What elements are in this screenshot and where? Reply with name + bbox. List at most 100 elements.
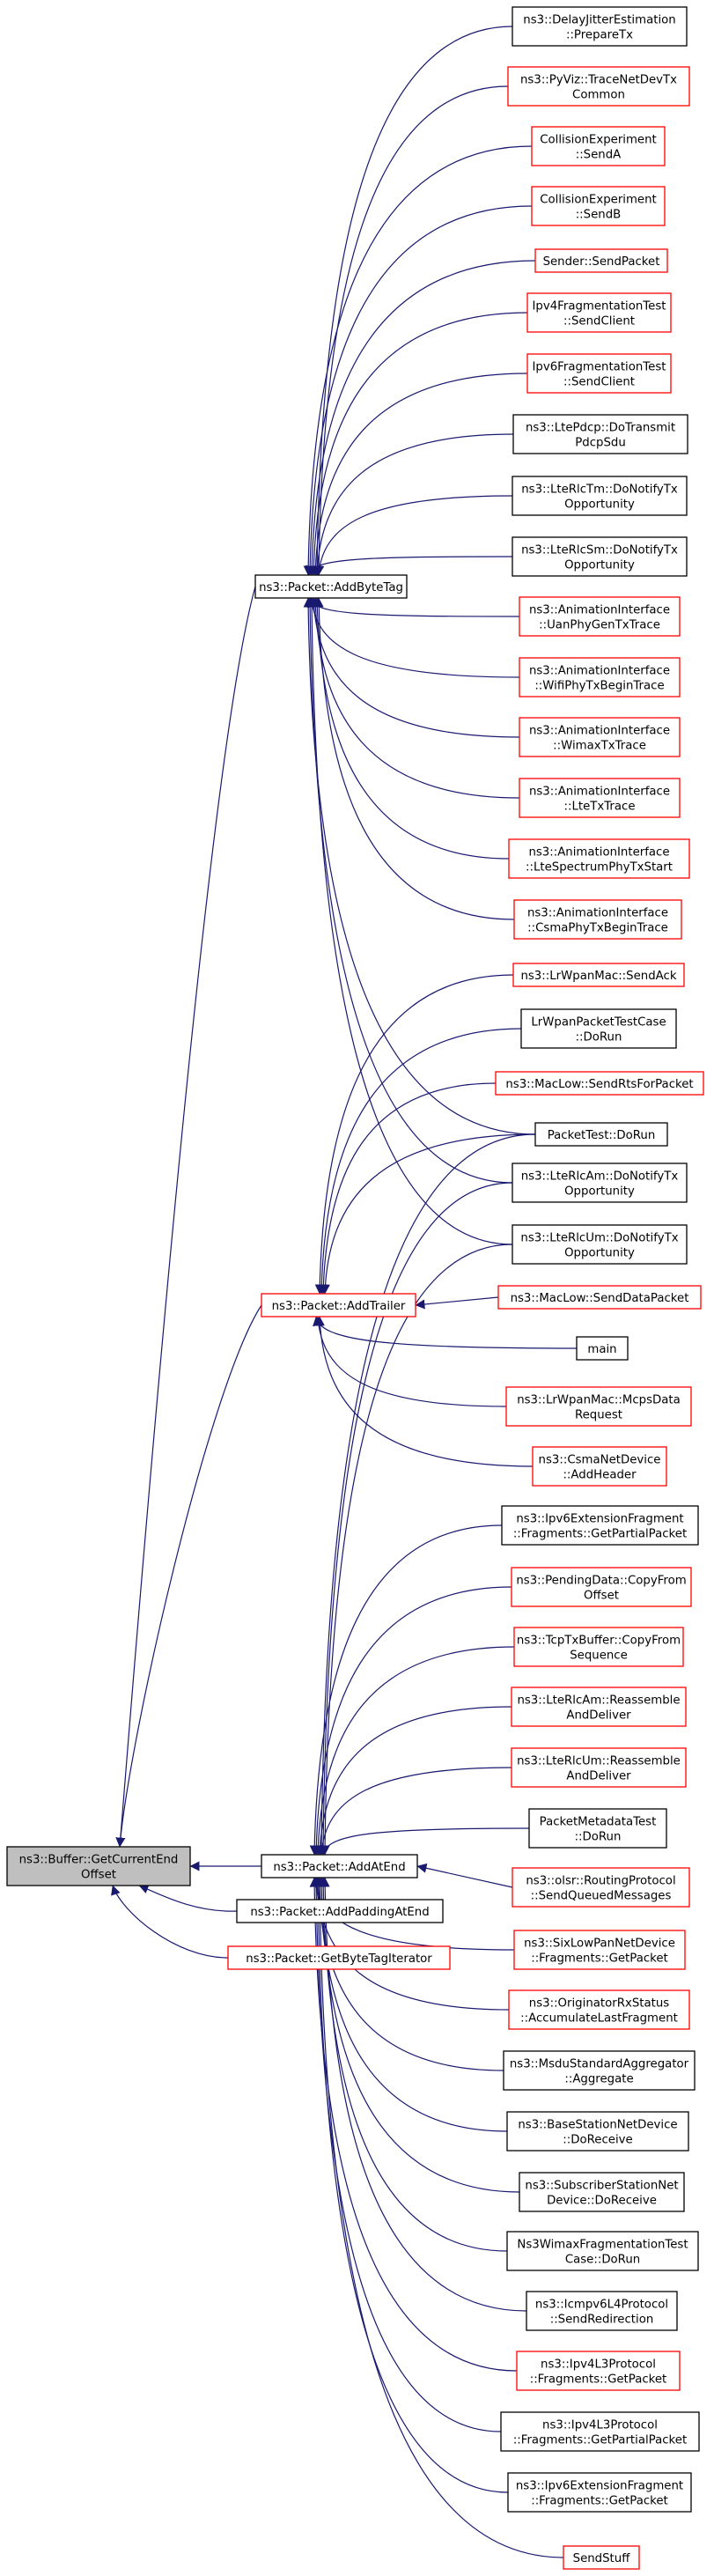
node-label-line: Opportunity xyxy=(564,498,635,512)
caller-node-c05[interactable]: Sender::SendPacket xyxy=(534,248,668,273)
caller-node-c12[interactable]: ns3::AnimationInterface::WifiPhyTxBeginT… xyxy=(519,657,681,698)
node-label-line: ::SendRedirection xyxy=(550,2314,654,2327)
caller-node-c33[interactable]: ns3::olsr::RoutingProtocol::SendQueuedMe… xyxy=(512,1867,690,1908)
callee-node-addTrailer[interactable]: ns3::Packet::AddTrailer xyxy=(261,1293,416,1318)
node-box xyxy=(508,1989,690,2030)
node-box xyxy=(511,1747,687,1788)
node-label-line: ns3::Ipv4L3Protocol xyxy=(541,2358,656,2372)
node-box xyxy=(519,596,681,637)
node-label-line: ::Fragments::GetPartialPacket xyxy=(513,2434,687,2447)
node-label-line: ::AccumulateLastFragment xyxy=(520,2012,678,2026)
node-box xyxy=(516,2351,681,2391)
node-label-line: PacketMetadataTest xyxy=(540,1816,657,1829)
node-label-line: ns3::BaseStationNetDevice xyxy=(518,2119,677,2132)
edge-c20-to-addAtEnd xyxy=(316,1133,536,1856)
caller-node-c35[interactable]: ns3::OriginatorRxStatus::AccumulateLastF… xyxy=(508,1989,690,2030)
node-label-line: ns3::OriginatorRxStatus xyxy=(529,1997,669,2011)
caller-node-c43[interactable]: ns3::Ipv6ExtensionFragment::Fragments::G… xyxy=(507,2472,692,2513)
node-box xyxy=(500,2411,700,2452)
callee-node-addByteTag[interactable]: ns3::Packet::AddByteTag xyxy=(254,574,408,599)
node-label-line: Ipv6FragmentationTest xyxy=(532,361,666,374)
caller-node-c11[interactable]: ns3::AnimationInterface::UanPhyGenTxTrac… xyxy=(519,596,681,637)
node-label-line: LrWpanPacketTestCase xyxy=(531,1016,666,1030)
edge-c29-to-addAtEnd xyxy=(313,1646,515,1856)
node-box xyxy=(531,126,666,166)
node-box xyxy=(505,1386,692,1427)
caller-node-c20[interactable]: PacketTest::DoRun xyxy=(534,1122,668,1147)
edge-c26-to-addTrailer xyxy=(314,1316,534,1467)
node-label-line: ns3::LteRlcUm::DoNotifyTx xyxy=(520,1232,678,1245)
caller-node-c01[interactable]: ns3::DelayJitterEstimation::PrepareTx xyxy=(512,6,688,47)
node-label-line: ::WimaxTxTrace xyxy=(553,740,646,753)
node-box xyxy=(508,838,690,879)
caller-node-c07[interactable]: Ipv6FragmentationTest::SendClient xyxy=(526,353,672,394)
node-label-line: ns3::PyViz::TraceNetDevTx xyxy=(520,74,677,87)
caller-node-c18[interactable]: LrWpanPacketTestCase::DoRun xyxy=(520,1008,677,1049)
callee-node-addAtEnd[interactable]: ns3::Packet::AddAtEnd xyxy=(261,1854,418,1878)
callee-node-addPaddingAtEnd[interactable]: ns3::Packet::AddPaddingAtEnd xyxy=(236,1899,444,1923)
caller-node-c17[interactable]: ns3::LrWpanMac::SendAck xyxy=(512,963,685,987)
caller-node-c06[interactable]: Ipv4FragmentationTest::SendClient xyxy=(526,292,672,333)
caller-node-c37[interactable]: ns3::BaseStationNetDevice::DoReceive xyxy=(506,2111,689,2152)
node-label-line: CollisionExperiment xyxy=(540,194,657,207)
node-box xyxy=(512,1224,688,1265)
node-label-line: PacketTest::DoRun xyxy=(548,1129,656,1142)
caller-node-c42[interactable]: ns3::Ipv4L3Protocol::Fragments::GetParti… xyxy=(500,2411,700,2452)
callee-node-getByteTagIterator[interactable]: ns3::Packet::GetByteTagIterator xyxy=(227,1945,451,1970)
caller-node-c19[interactable]: ns3::MacLow::SendRtsForPacket xyxy=(495,1071,704,1096)
caller-node-c41[interactable]: ns3::Ipv4L3Protocol::Fragments::GetPacke… xyxy=(516,2351,681,2391)
caller-node-c44[interactable]: SendStuff xyxy=(563,2545,640,2570)
caller-node-c14[interactable]: ns3::AnimationInterface::LteTxTrace xyxy=(519,778,681,818)
node-box xyxy=(534,1122,668,1147)
node-label-line: ns3::olsr::RoutingProtocol xyxy=(526,1875,675,1888)
caller-node-c27[interactable]: ns3::Ipv6ExtensionFragment::Fragments::G… xyxy=(501,1505,699,1546)
caller-node-c03[interactable]: CollisionExperiment::SendA xyxy=(531,126,666,166)
caller-node-c40[interactable]: ns3::Icmpv6L4Protocol::SendRedirection xyxy=(526,2291,678,2331)
node-box xyxy=(512,414,688,454)
caller-node-c04[interactable]: CollisionExperiment::SendB xyxy=(531,186,666,226)
node-box xyxy=(513,899,682,940)
caller-node-c24[interactable]: main xyxy=(576,1336,629,1361)
edge-c21-to-addAtEnd xyxy=(318,1182,513,1856)
node-label-line: ns3::Icmpv6L4Protocol xyxy=(535,2299,668,2312)
node-label-line: ::SendClient xyxy=(563,376,635,389)
node-label-line: ::SendClient xyxy=(563,315,635,328)
caller-node-c38[interactable]: ns3::SubscriberStationNetDevice::DoRecei… xyxy=(519,2172,685,2212)
caller-node-c13[interactable]: ns3::AnimationInterface::WimaxTxTrace xyxy=(519,717,681,757)
node-label-line: PdcpSdu xyxy=(575,437,626,450)
edge-c04-to-addByteTag xyxy=(305,205,533,576)
edge-c25-to-addTrailer xyxy=(313,1316,507,1407)
node-box xyxy=(512,1163,688,1203)
edge-c20-to-addTrailer xyxy=(320,1133,536,1295)
caller-node-c23[interactable]: ns3::MacLow::SendDataPacket xyxy=(497,1285,702,1310)
node-box xyxy=(526,2291,678,2331)
edge-c14-to-addByteTag xyxy=(310,597,520,799)
node-label-line: ns3::AnimationInterface xyxy=(529,725,670,738)
caller-node-c32[interactable]: PacketMetadataTest::DoRun xyxy=(528,1808,667,1849)
edge-c18-to-addTrailer xyxy=(316,1028,522,1295)
node-label-line: ns3::Ipv6ExtensionFragment xyxy=(516,1513,683,1526)
caller-node-c15[interactable]: ns3::AnimationInterface::LteSpectrumPhyT… xyxy=(508,838,690,879)
caller-node-c36[interactable]: ns3::MsduStandardAggregator::Aggregate xyxy=(503,2050,696,2091)
edge-c31-to-addAtEnd xyxy=(317,1767,512,1856)
caller-node-c34[interactable]: ns3::SixLowPanNetDevice::Fragments::GetP… xyxy=(513,1930,686,1970)
caller-node-c26[interactable]: ns3::CsmaNetDevice::AddHeader xyxy=(532,1446,667,1487)
node-box xyxy=(506,2111,689,2152)
caller-node-c16[interactable]: ns3::AnimationInterface::CsmaPhyTxBeginT… xyxy=(513,899,682,940)
edge-c09-to-addByteTag xyxy=(314,495,513,576)
edge-c22-to-addByteTag xyxy=(306,597,513,1245)
node-box xyxy=(532,1446,667,1487)
